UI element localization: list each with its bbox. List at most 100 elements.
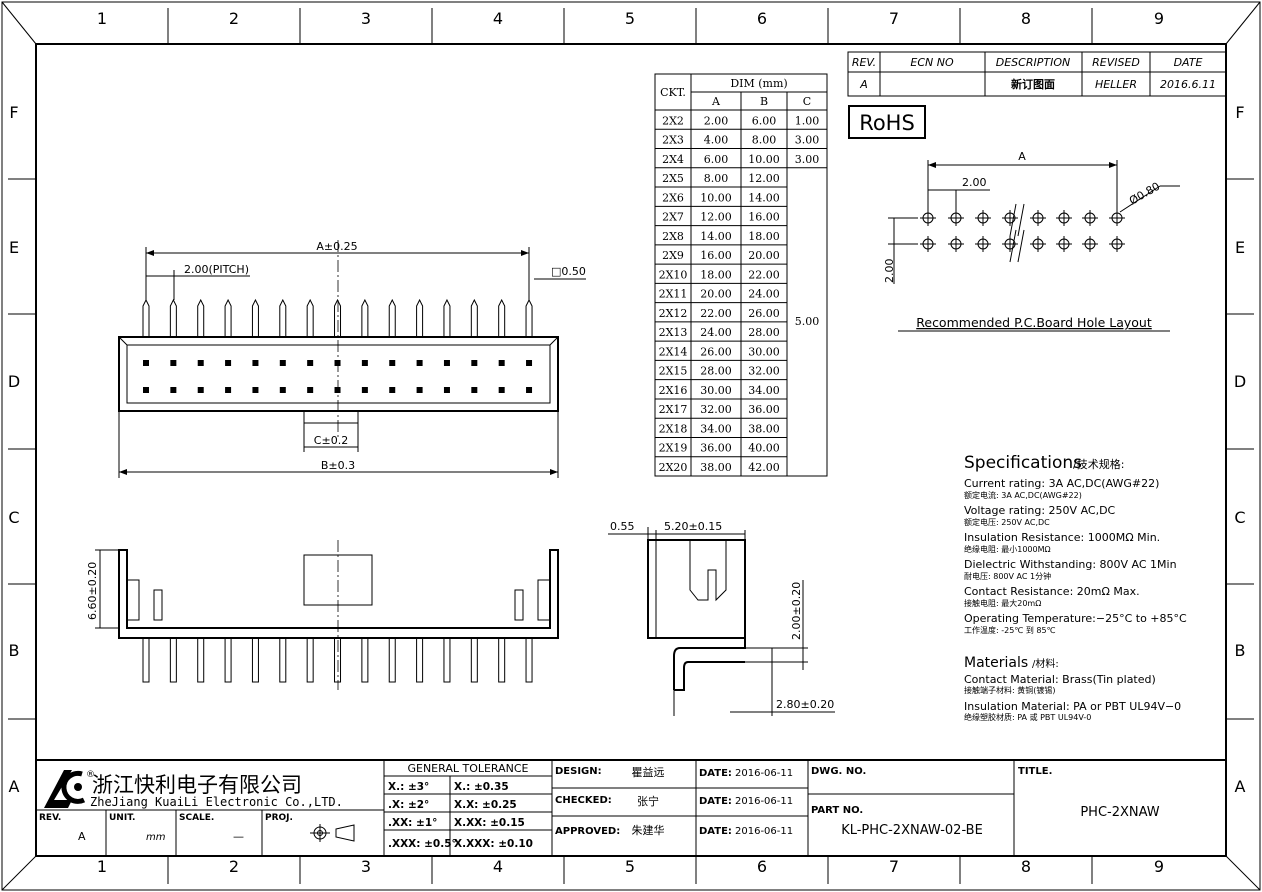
rev-label: REV.: [39, 813, 61, 823]
row-label: D: [1234, 372, 1246, 391]
dim-table-b: 26.00: [748, 307, 780, 320]
dim-table-ckt: 2X13: [659, 326, 688, 339]
specs-title: Specifications: [964, 453, 1082, 473]
material-item-en: Insulation Material: PA or PBT UL94V−0: [964, 700, 1181, 713]
part-no-label: PART NO.: [811, 805, 863, 816]
dim-table-col-c: C: [803, 95, 811, 108]
pin-square: [361, 387, 368, 393]
row-label: A: [9, 777, 20, 796]
scale-label: SCALE.: [179, 813, 214, 823]
dim-table-ckt: 2X17: [659, 403, 688, 416]
pin-square: [498, 360, 505, 366]
pin-square: [143, 387, 149, 393]
front-pin: [306, 298, 314, 337]
drawing-title: PHC-2XNAW: [1080, 805, 1159, 820]
pin-square: [252, 387, 259, 393]
dim-table-ckt: 2X6: [662, 191, 684, 204]
dim-table-ckt: 2X8: [662, 230, 684, 243]
bottom-pin: [306, 637, 314, 683]
dim-table-b: 14.00: [748, 191, 780, 204]
pin-square: [526, 387, 533, 393]
design-label: DESIGN:: [555, 766, 602, 777]
front-pin-size: □0.50: [551, 265, 586, 278]
pin-square: [416, 387, 423, 393]
dim-table-col-a: A: [711, 95, 721, 108]
column-label: 2: [229, 857, 239, 876]
bottom-pin: [416, 637, 424, 683]
front-pin: [279, 298, 287, 337]
front-pin: [470, 298, 478, 337]
pcb-hole: [1082, 236, 1098, 252]
row-label: A: [1235, 777, 1246, 796]
pin-square: [471, 360, 478, 366]
company-name-en: ZheJiang KuaiLi Electronic Co.,LTD.: [90, 795, 343, 809]
bottom-pin: [498, 637, 506, 683]
dim-table-ckt: 2X16: [659, 384, 688, 397]
column-label: 7: [889, 857, 899, 876]
material-item-cn: 绝缘塑胶材质: PA 或 PBT UL94V-0: [964, 712, 1091, 722]
column-label: 8: [1021, 857, 1031, 876]
bottom-pin: [361, 637, 369, 683]
specifications: Specifications /技术规格: Current rating: 3A…: [964, 453, 1187, 722]
side-dim-0-55: 0.55: [610, 520, 635, 533]
front-pin: [197, 298, 205, 337]
pin-square: [252, 360, 259, 366]
spec-item-en: Insulation Resistance: 1000MΩ Min.: [964, 531, 1160, 544]
front-pin: [443, 298, 451, 337]
tolerance-title: GENERAL TOLERANCE: [407, 762, 528, 775]
dim-table-b: 32.00: [748, 365, 780, 378]
dim-table-b: 8.00: [752, 134, 777, 147]
rev-date: 2016.6.11: [1160, 78, 1216, 91]
specs-title-cn: /技术规格:: [1073, 457, 1124, 471]
date-label-3: DATE:: [699, 826, 732, 837]
projection-label: PROJ.: [265, 813, 293, 823]
front-dim-c: C±0.2: [314, 434, 348, 447]
row-label: F: [9, 103, 18, 122]
spec-item-cn: 额定电流: 3A AC,DC(AWG#22): [964, 490, 1082, 500]
pin-square: [443, 360, 450, 366]
pin-square: [389, 360, 396, 366]
row-label: E: [9, 238, 19, 257]
dim-table-ckt: 2X7: [662, 211, 684, 224]
dim-table-a: 28.00: [700, 365, 732, 378]
approved-date: 2016-06-11: [735, 826, 793, 837]
side-view: 0.55 5.20±0.15 2.00±0.20 2.80±0.20: [608, 520, 835, 716]
front-pin: [142, 298, 150, 337]
rev-header-date: DATE: [1174, 56, 1203, 69]
dim-table-b: 6.00: [752, 114, 777, 127]
checked-label: CHECKED:: [555, 795, 612, 806]
date-label-2: DATE:: [699, 796, 732, 807]
dim-table-b: 40.00: [748, 442, 780, 455]
side-dim-2-80: 2.80±0.20: [776, 698, 834, 711]
dim-table-col-b: B: [760, 95, 768, 108]
dim-table-b: 18.00: [748, 230, 780, 243]
tol-linear-3: X.XXX: ±0.10: [454, 838, 533, 850]
bottom-pin: [224, 637, 232, 683]
column-label: 6: [757, 857, 767, 876]
column-label: 4: [493, 9, 503, 28]
pcb-hole-diameter: Ø0.80: [1127, 180, 1162, 208]
front-pin: [525, 298, 533, 337]
dim-table-c: 1.00: [795, 114, 820, 127]
front-pin: [169, 298, 177, 337]
pcb-hole: [1109, 236, 1125, 252]
dim-table-ckt: 2X12: [659, 307, 688, 320]
svg-text:®: ®: [86, 770, 95, 780]
side-dim-2-00: 2.00±0.20: [790, 582, 803, 640]
front-pin: [388, 298, 396, 337]
company-name-cn: 浙江快利电子有限公司: [92, 773, 302, 797]
dim-table-b: 38.00: [748, 422, 780, 435]
column-label: 3: [361, 857, 371, 876]
tol-linear-1: X.X: ±0.25: [454, 799, 517, 811]
spec-item-cn: 工作温度: -25℃ 到 85℃: [964, 625, 1056, 635]
dim-table-ckt: 2X15: [659, 365, 688, 378]
pin-square: [498, 387, 505, 393]
column-label: 7: [889, 9, 899, 28]
pin-square: [471, 387, 478, 393]
row-label: C: [8, 508, 19, 527]
pcb-hole: [1082, 210, 1098, 226]
pin-square: [334, 360, 341, 366]
dim-table-a: 10.00: [700, 191, 732, 204]
